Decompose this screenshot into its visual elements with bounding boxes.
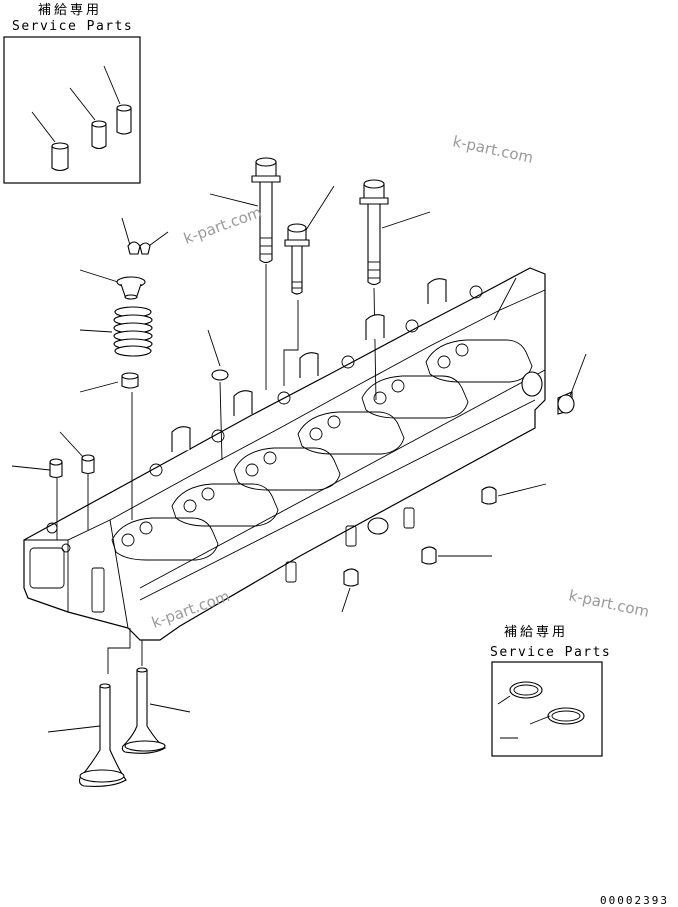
plug-bottom — [341, 568, 359, 613]
plug-right-middle — [481, 483, 547, 505]
spring-retainer — [79, 269, 146, 300]
cylinder-head — [23, 267, 546, 641]
figure-number: 00002393 — [600, 894, 669, 907]
valve-chambers — [111, 339, 533, 561]
head-bolt-holes — [149, 285, 483, 477]
valve-collet — [121, 217, 169, 255]
plug-seal — [207, 329, 229, 461]
watermark-4: k-part.com — [149, 587, 232, 632]
cylinder-head-bolt-long-right — [359, 179, 431, 401]
watermark-1: k-part.com — [451, 132, 535, 167]
service-parts-box-bottom: 補給専用 Service Parts — [490, 625, 611, 757]
service-box-2-title-en: Service Parts — [490, 645, 611, 660]
head-leader-line — [493, 277, 517, 321]
service-parts-box-top: 補給専用 Service Parts — [3, 3, 141, 184]
head-bosses — [171, 278, 447, 452]
service-box-1-title-jp: 補給専用 — [38, 3, 102, 18]
plug-right-lower — [421, 546, 492, 565]
watermark-2: k-part.com — [181, 203, 264, 248]
valve-stem-seal-parts — [31, 65, 132, 172]
watermark-3: k-part.com — [567, 586, 651, 621]
side-bosses — [285, 371, 543, 583]
intake-valve — [47, 628, 131, 787]
service-box-1-frame — [3, 36, 141, 184]
plug-right-top — [557, 353, 587, 415]
service-box-2-title-jp: 補給専用 — [504, 625, 568, 640]
exhaust-valve — [121, 640, 191, 754]
cylinder-head-bolt-long-left — [209, 157, 281, 390]
o-ring-parts — [497, 681, 585, 739]
valve-spring — [79, 306, 153, 357]
valve-guides — [11, 431, 95, 540]
cylinder-head-bolt-short — [283, 185, 335, 386]
service-box-2-frame — [491, 661, 603, 757]
service-box-1-title-en: Service Parts — [12, 19, 133, 34]
valve-stem-seal — [79, 372, 139, 520]
